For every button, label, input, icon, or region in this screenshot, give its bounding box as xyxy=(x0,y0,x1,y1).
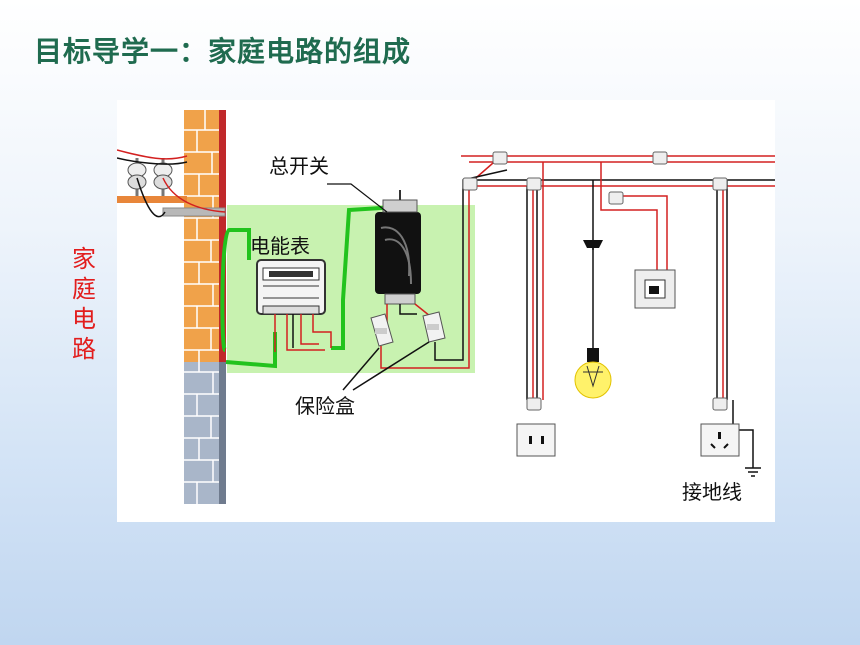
wire-clips xyxy=(462,151,728,411)
light-bulb xyxy=(574,240,612,399)
label-ground-wire: 接地线 xyxy=(682,480,742,504)
fuse-box-pointers xyxy=(342,341,430,391)
side-label-household-circuit: 家庭电路 xyxy=(72,245,96,363)
label-fuse-box: 保险盒 xyxy=(295,394,355,418)
household-circuit-diagram: 总开关 电能表 保险盒 接地线 xyxy=(117,100,775,522)
ground-symbol xyxy=(745,467,761,477)
label-main-switch: 总开关 xyxy=(269,154,329,178)
service-entrance xyxy=(117,149,226,218)
electric-meter xyxy=(256,259,326,315)
wall-socket-three-pin xyxy=(700,423,740,457)
indoor-wiring xyxy=(461,155,775,468)
label-electric-meter: 电能表 xyxy=(250,234,310,258)
wall-socket-two-pin xyxy=(516,423,556,457)
wall-switch xyxy=(634,269,676,309)
page-title: 目标导学一：家庭电路的组成 xyxy=(34,35,412,68)
main-switch-pointer xyxy=(327,183,388,213)
main-switch xyxy=(375,190,421,305)
circuit-illustration xyxy=(117,110,775,504)
fuse-boxes xyxy=(370,311,446,347)
brick-wall xyxy=(184,110,226,504)
